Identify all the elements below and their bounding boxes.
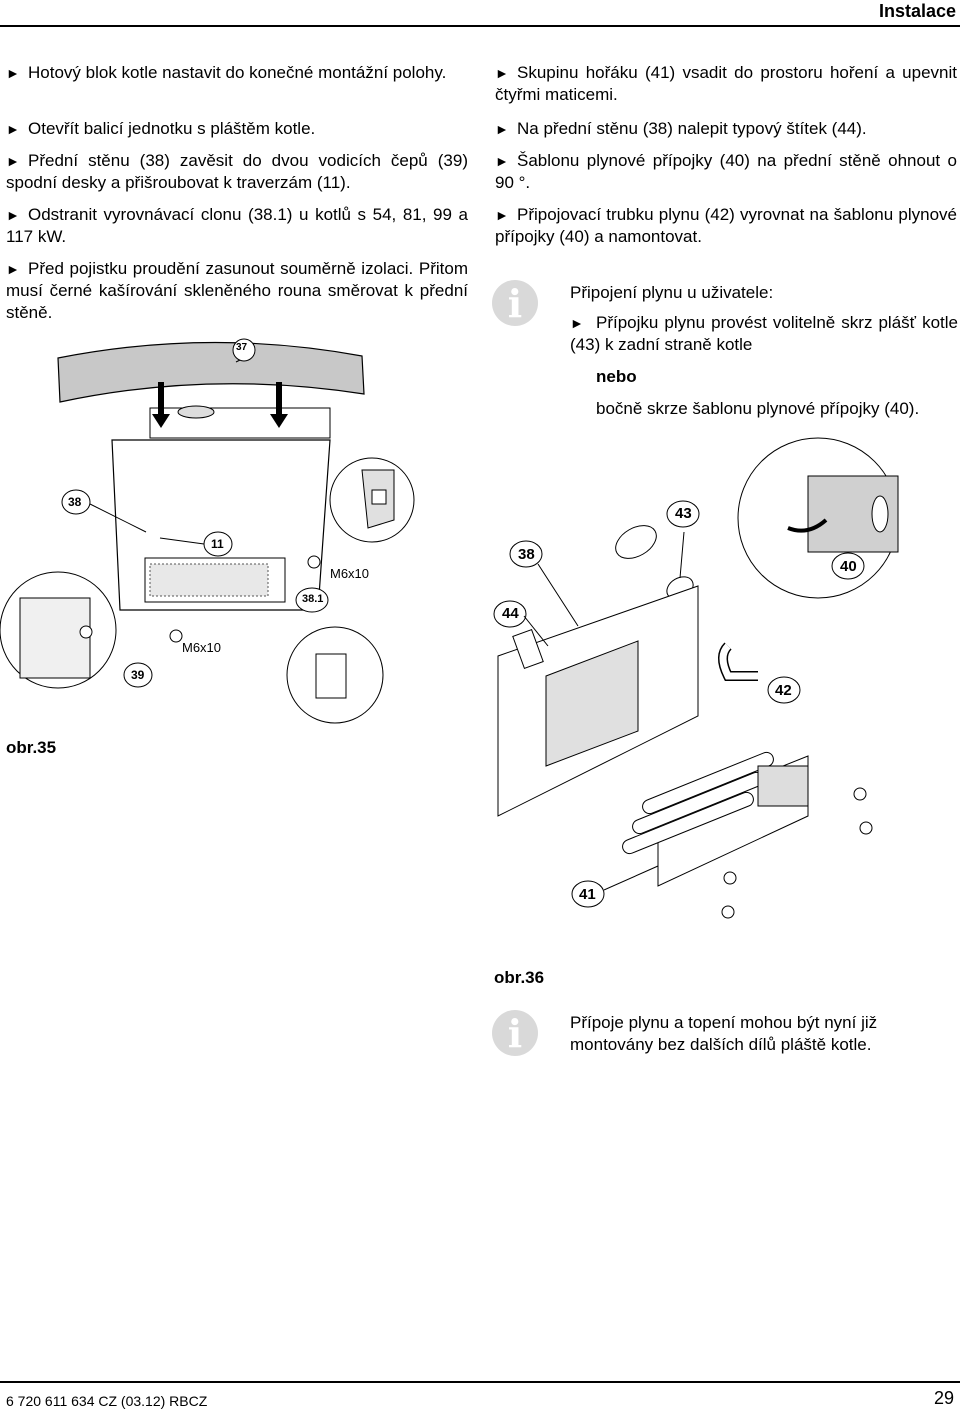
step-item: ►Před pojistku proudění zasunout souměrn… bbox=[6, 258, 468, 324]
step-item: ►Přední stěnu (38) zavěsit do dvou vodic… bbox=[6, 150, 468, 194]
figure-36-illustration bbox=[493, 437, 899, 919]
callout-38: 38 bbox=[518, 546, 535, 563]
callout-38: 38 bbox=[68, 495, 82, 509]
step-item: ►Šablonu plynové přípojky (40) na přední… bbox=[495, 150, 957, 194]
callout-44: 44 bbox=[502, 605, 519, 622]
page-header-title: Instalace bbox=[878, 1, 956, 21]
callout-40: 40 bbox=[840, 558, 857, 575]
arrow-bullet-icon: ► bbox=[6, 121, 20, 137]
step-text: Skupinu hořáku (41) vsadit do prostoru h… bbox=[495, 63, 957, 104]
arrow-bullet-icon: ► bbox=[495, 207, 509, 223]
info-alt: bočně skrze šablonu plynové přípojky (40… bbox=[596, 399, 920, 418]
arrow-bullet-icon: ► bbox=[495, 65, 509, 81]
arrow-bullet-icon: ► bbox=[495, 153, 509, 169]
figure-35-caption: obr.35 bbox=[6, 738, 57, 757]
step-text: Hotový blok kotle nastavit do konečné mo… bbox=[28, 63, 447, 82]
info-icon: i bbox=[492, 280, 538, 326]
footer-rule bbox=[0, 1381, 960, 1383]
screw-label: M6x10 bbox=[330, 566, 370, 581]
arrow-bullet-icon: ► bbox=[6, 261, 20, 277]
page-number: 29 bbox=[933, 1388, 954, 1408]
callout-38-1: 38.1 bbox=[302, 593, 324, 605]
callout-41: 41 bbox=[579, 886, 596, 903]
info-heading: Připojení plynu u uživatele: bbox=[570, 283, 774, 302]
arrow-bullet-icon: ► bbox=[570, 315, 584, 331]
info-note: Přípoje plynu a topení mohou být nyní ji… bbox=[570, 1013, 878, 1054]
step-item: ►Odstranit vyrovnávací clonu (38.1) u ko… bbox=[6, 204, 468, 248]
document-number: 6 720 611 634 CZ (03.12) RBCZ bbox=[6, 1393, 208, 1409]
step-item: ►Připojovací trubku plynu (42) vyrovnat … bbox=[495, 204, 957, 248]
header-rule bbox=[0, 25, 960, 27]
step-item: ► Hotový blok kotle nastavit do konečné m… bbox=[6, 62, 468, 84]
step-text: Přední stěnu (38) zavěsit do dvou vodicí… bbox=[6, 151, 468, 192]
step-text: Šablonu plynové přípojky (40) na přední … bbox=[495, 151, 957, 192]
arrow-bullet-icon: ► bbox=[6, 153, 20, 169]
step-text: Odstranit vyrovnávací clonu (38.1) u kot… bbox=[6, 205, 468, 246]
callout-11: 11 bbox=[211, 537, 224, 551]
info-bullet: ►Přípojku plynu provést volitelně skrz p… bbox=[570, 312, 958, 356]
step-item: ►Skupinu hořáku (41) vsadit do prostoru … bbox=[495, 62, 957, 106]
step-text: Na přední stěnu (38) nalepit typový štít… bbox=[517, 119, 867, 138]
info-icon: i bbox=[492, 1010, 538, 1056]
info-or: nebo bbox=[596, 367, 637, 386]
step-text: Otevřít balicí jednotku s pláštěm kotle. bbox=[28, 119, 316, 138]
step-text: Před pojistku proudění zasunout souměrně… bbox=[6, 259, 468, 322]
callout-42: 42 bbox=[775, 682, 792, 699]
step-text: Připojovací trubku plynu (42) vyrovnat n… bbox=[495, 205, 957, 246]
step-item: ► Otevřít balicí jednotku s pláštěm kotle… bbox=[6, 118, 468, 140]
figure-35-illustration bbox=[0, 338, 415, 724]
arrow-bullet-icon: ► bbox=[6, 207, 20, 223]
arrow-bullet-icon: ► bbox=[495, 121, 509, 137]
step-item: ► Na přední stěnu (38) nalepit typový ští… bbox=[495, 118, 957, 140]
info-bullet-text: Přípojku plynu provést volitelně skrz pl… bbox=[570, 313, 958, 354]
arrow-bullet-icon: ► bbox=[6, 65, 20, 81]
callout-43: 43 bbox=[675, 505, 692, 522]
screw-label: M6x10 bbox=[182, 640, 222, 655]
callout-39: 39 bbox=[131, 668, 145, 682]
figure-36-caption: obr.36 bbox=[494, 968, 545, 987]
callout-37: 37 bbox=[236, 342, 248, 353]
